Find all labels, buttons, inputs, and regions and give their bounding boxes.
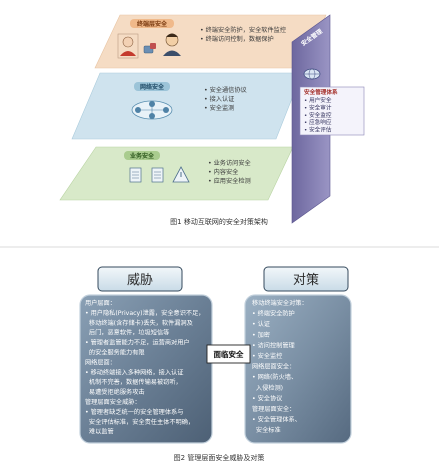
layer-terminal-items: • 终端安全防护，安全软件监控• 终端访问控制，数据保护 <box>200 26 286 43</box>
threat-line: • 管理者缺乏统一的安全管理体系与 <box>85 408 183 416</box>
threat-line: 移动终端(含存储卡)丢失，软件漏洞及 <box>85 319 193 327</box>
measures-title: 对策 <box>293 272 319 288</box>
layer-terminal: 终端层安全 • 终端安全防护，安全软件监控• 终端访问控制，数据保护 <box>94 14 327 69</box>
threat-line: • 移动终端接入多种网络，接入认证 <box>85 368 183 376</box>
layer-service-plane <box>59 146 294 201</box>
layer-network: 网络安全 • 安全通信协议• 接入认证• 安全监测 <box>71 72 303 140</box>
threats-header: 威胁 <box>97 266 183 292</box>
threat-line: 机制不完善，数据传输易被窃听， <box>85 378 182 386</box>
measure-line: • 安全管理体系、 <box>252 416 301 424</box>
side-panel-item: • 安全审计 <box>304 103 332 111</box>
threat-line: • 用户隐私(Privacy)泄露，安全意识不足， <box>85 309 204 317</box>
figure1-caption: 图1 移动互联网的安全对策架构 <box>170 217 268 226</box>
measure-line: 入侵检测) <box>252 384 283 392</box>
threat-line: 后门，恶意软件，垃圾短信等 <box>85 329 169 337</box>
side-panel-box <box>299 86 365 136</box>
threat-line: 易遭受拒绝服务攻击 <box>85 388 145 396</box>
figure1-architecture-diagram: 终端层安全 • 终端安全防护，安全软件监控• 终端访问控制，数据保护 网络 <box>59 14 365 226</box>
layer-item: • 安全监测 <box>204 104 234 112</box>
center-box <box>206 344 251 364</box>
globe-icon <box>303 68 321 80</box>
layer-item: • 内容安全 <box>208 168 239 176</box>
side-panel-item: • 安全评估 <box>304 126 332 134</box>
measure-line: • 终端安全防护 <box>252 310 295 318</box>
threat-line: • 管理者监管能力不足，运营商对用户 <box>85 339 190 347</box>
layer-item: • 终端安全防护，安全软件监控 <box>200 26 286 34</box>
network-cloud-icon <box>131 100 173 120</box>
figure2-threats-measures-diagram: 威胁 对策 用户层面： • 用户隐私(Privacy)泄露，安全意识不足， 移动终… <box>79 266 352 462</box>
measure-line: 移动终端安全对策： <box>252 299 308 307</box>
side-panel-item: • 安全监控 <box>304 111 332 119</box>
layer-item: • 应用安全检测 <box>208 177 251 185</box>
measure-line: • 加密 <box>252 331 270 339</box>
measures-lines: 移动终端安全对策： • 终端安全防护 • 认证 • 加密 • 访问控制管理 • 安全监控网… <box>252 299 308 434</box>
side-panel-item: • 应急响应 <box>304 118 332 126</box>
layer-service-items: • 业务访问安全• 内容安全• 应用安全检测 <box>208 159 252 185</box>
measure-line: • 认证 <box>252 320 270 328</box>
threat-line: 难以监管 <box>85 428 114 436</box>
measures-box: 移动终端安全对策： • 终端安全防护 • 认证 • 加密 • 访问控制管理 • 安全监控网… <box>244 294 352 444</box>
figure2-caption: 图2 管理层面安全威胁及对策 <box>174 453 265 462</box>
measures-box-bg <box>244 294 352 444</box>
measure-line: 安全标准 <box>252 426 281 434</box>
side-panel-items: • 用户安全• 安全审计• 安全监控• 应急响应• 安全评估 <box>304 96 332 134</box>
document-icon <box>129 167 142 183</box>
layer-service-label: 业务安全 <box>130 152 155 160</box>
layer-terminal-label-pill <box>130 19 174 28</box>
measure-line: • 访问控制管理 <box>252 341 295 349</box>
measures-header: 对策 <box>263 266 349 292</box>
threat-line: 的安全服务能力有限 <box>85 349 145 357</box>
measures-header-box <box>263 266 349 292</box>
threats-title: 威胁 <box>127 273 153 288</box>
measure-line: 管理层面安全： <box>252 405 295 413</box>
layer-terminal-label: 终端层安全 <box>136 20 168 28</box>
threats-header-box <box>97 266 183 292</box>
layer-item: • 接入认证 <box>204 95 234 103</box>
layer-network-label-pill <box>134 82 170 91</box>
device-icon <box>143 43 156 54</box>
threats-box-bg <box>79 294 213 444</box>
measure-line: • 网络(防火墙、 <box>252 373 297 381</box>
warning-icon <box>172 166 190 183</box>
measure-line: 网络层面安全： <box>252 363 295 371</box>
threat-line: 安全评估标准，安全责任主体不明确， <box>85 418 194 426</box>
layer-item: • 终端访问控制，数据保护 <box>200 35 274 43</box>
layer-service-label-pill <box>124 151 160 160</box>
layer-network-items: • 安全通信协议• 接入认证• 安全监测 <box>204 86 248 112</box>
user-icon <box>117 33 139 59</box>
threats-box: 用户层面： • 用户隐私(Privacy)泄露，安全意识不足， 移动终端(含存储卡… <box>79 294 213 444</box>
threat-line: 网络层面： <box>85 358 116 366</box>
threats-lines: 用户层面： • 用户隐私(Privacy)泄露，安全意识不足， 移动终端(含存储卡… <box>85 299 204 436</box>
layer-network-plane <box>71 72 303 140</box>
side-panel-management: 安全管理 安全管理体系 • 用户安全• 安全审计• 安全监控• 应急响应• 安全… <box>291 14 365 224</box>
center-label: 面临安全 <box>214 349 244 359</box>
layer-service: 业务安全 • 业务访问安全• 内容安全• 应用安全检测 <box>59 146 294 201</box>
layer-item: • 安全通信协议 <box>204 86 248 94</box>
measure-line: • 安全监控 <box>252 352 282 360</box>
side-panel-item: • 用户安全 <box>304 96 332 104</box>
side-panel-box-title: 安全管理体系 <box>304 88 338 96</box>
document-icon <box>151 167 164 183</box>
user-icon <box>163 33 181 56</box>
threat-line: 用户层面： <box>85 299 116 307</box>
layer-network-label: 网络安全 <box>140 83 165 91</box>
layer-item: • 业务访问安全 <box>208 159 252 167</box>
measure-line: • 安全协议 <box>252 394 283 402</box>
center-connector: 面临安全 <box>206 344 251 364</box>
threat-line: 管理层面安全威胁： <box>85 398 141 406</box>
